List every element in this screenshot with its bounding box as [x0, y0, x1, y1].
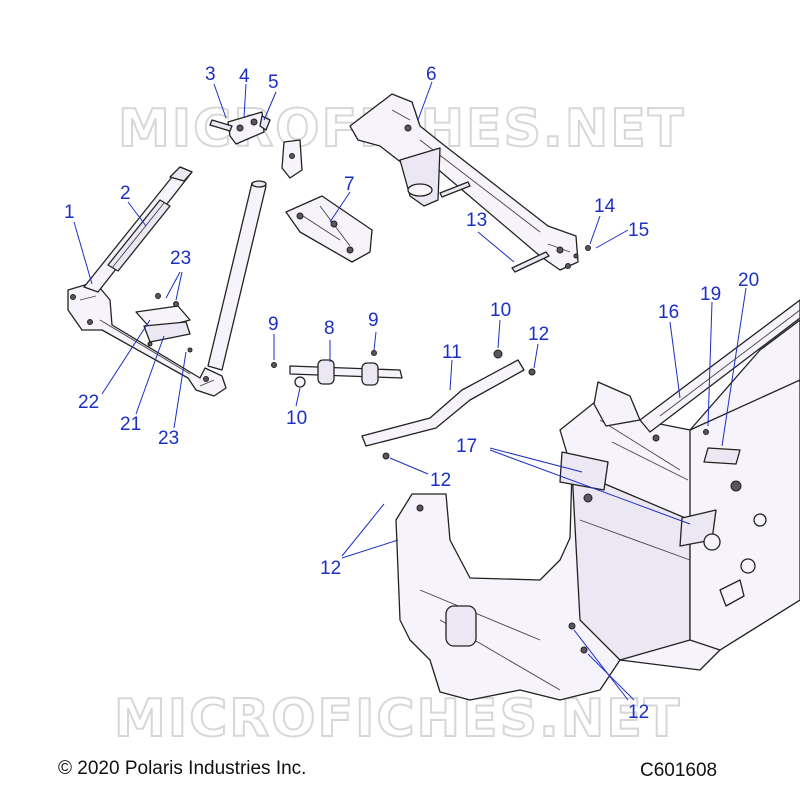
callout-11: 11	[442, 342, 462, 363]
part-3-5-upper-clamp	[209, 111, 303, 179]
callout-22: 22	[78, 392, 99, 413]
part-2-tube-sleeve	[107, 199, 171, 272]
callout-3: 3	[205, 64, 216, 85]
callout-5: 5	[268, 72, 279, 93]
callout-1: 1	[64, 202, 75, 223]
callout-23b: 23	[158, 428, 179, 449]
part-1-frame-tube-assembly	[67, 166, 267, 397]
callout-10b: 10	[490, 300, 511, 321]
callout-21: 21	[120, 414, 141, 435]
callout-19: 19	[700, 284, 721, 305]
callout-7: 7	[344, 174, 355, 195]
callout-6: 6	[426, 64, 437, 85]
part-8-shaft	[271, 350, 403, 388]
copyright-text: © 2020 Polaris Industries Inc.	[58, 758, 307, 779]
drawing-number: C601608	[640, 760, 718, 781]
callout-17: 17	[456, 436, 477, 457]
callout-9a: 9	[268, 314, 279, 335]
callout-23a: 23	[170, 248, 191, 269]
part-7-bracket-plate	[285, 195, 373, 263]
callout-10a: 10	[286, 408, 307, 429]
callout-12c: 12	[320, 558, 341, 579]
part-21-22-brackets	[135, 293, 193, 353]
callout-12b: 12	[430, 470, 451, 491]
watermark-bottom: MICROFICHES.NET	[114, 689, 681, 749]
main-chassis-frame	[395, 299, 800, 701]
callout-16: 16	[658, 302, 679, 323]
leader-lines	[73, 81, 747, 701]
callout-20: 20	[738, 270, 759, 291]
callout-15: 15	[628, 220, 649, 241]
part-13-rod	[439, 181, 591, 273]
callout-9b: 9	[368, 310, 379, 331]
part-11-bent-rod	[361, 349, 536, 460]
callout-12a: 12	[528, 324, 549, 345]
callout-labels: 1 2 3 4 5 6 7 8 9 9 10 10 11 12 12 12 12…	[64, 64, 759, 723]
callout-12d: 12	[628, 702, 649, 723]
callout-8: 8	[324, 318, 335, 339]
callout-4: 4	[239, 66, 250, 87]
callout-13: 13	[466, 210, 487, 231]
callout-14: 14	[594, 196, 616, 217]
callout-2: 2	[120, 183, 131, 204]
